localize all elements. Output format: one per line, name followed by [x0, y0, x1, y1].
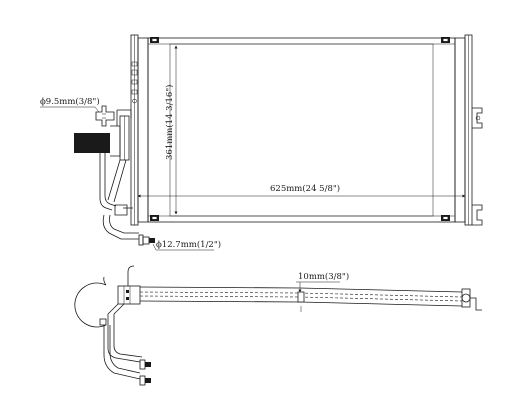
- core-corner-blocks: [150, 37, 450, 221]
- top-view: 10mm(3/8"): [74, 265, 482, 386]
- left-tank-features: [131, 61, 138, 104]
- right-mounting-brackets: [472, 107, 483, 226]
- core-height-label: 361mm(14 3/16"): [164, 85, 175, 161]
- callout-outlet: ϕ12.7mm(1/2"): [152, 239, 221, 251]
- left-header-tank: [130, 34, 149, 226]
- dimension-core-thickness: 10mm(3/8"): [296, 271, 349, 293]
- front-view: 625mm(24 5/8") 361mm(14 3/16") ϕ9.5mm(3/…: [40, 34, 483, 251]
- thickness-marker: [297, 291, 305, 312]
- outlet-pipe-assembly: [99, 153, 155, 246]
- core-thickness-label: 10mm(3/8"): [298, 271, 349, 282]
- right-header-tank: [454, 34, 473, 226]
- outlet-fitting-label: ϕ12.7mm(1/2"): [156, 239, 221, 250]
- dimension-core-height: 361mm(14 3/16"): [164, 45, 178, 215]
- core-right-end: [461, 288, 482, 311]
- inlet-fitting-label: ϕ9.5mm(3/8"): [40, 96, 100, 107]
- core-width-label: 625mm(24 5/8"): [270, 183, 340, 194]
- lower-pipe-run: [103, 303, 151, 386]
- dimension-core-width: 625mm(24 5/8"): [137, 183, 466, 198]
- core-left-end: [117, 265, 141, 305]
- callout-inlet: ϕ9.5mm(3/8"): [40, 96, 100, 113]
- inlet-fitting-block: [74, 105, 132, 161]
- receiver-drier: [74, 276, 107, 328]
- condenser-core: [147, 37, 456, 223]
